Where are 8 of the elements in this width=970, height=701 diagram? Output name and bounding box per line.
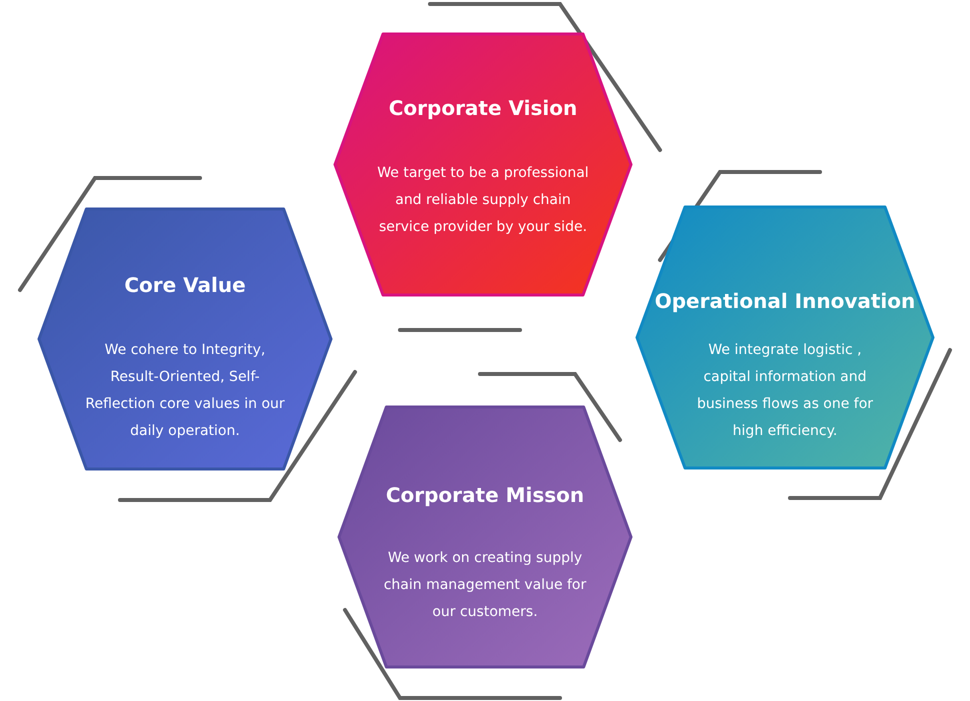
description-text: We integrate logistic , capital information and business flows as one for high efficiency. — [696, 341, 874, 441]
description-text: We target to be a professional and reliable supply chain service provider by your side. — [376, 164, 590, 237]
description-text: We cohere to Integrity, Result-Oriented, Self-Reflection core values in our daily operation. — [84, 341, 286, 441]
description-text: We work on creating supply chain management value for our customers. — [382, 549, 588, 622]
heading: Operational Innovation — [654, 289, 916, 313]
heading: Core Value — [123, 273, 247, 297]
heading: Corporate Misson — [384, 483, 586, 507]
heading: Corporate Vision — [388, 96, 578, 120]
